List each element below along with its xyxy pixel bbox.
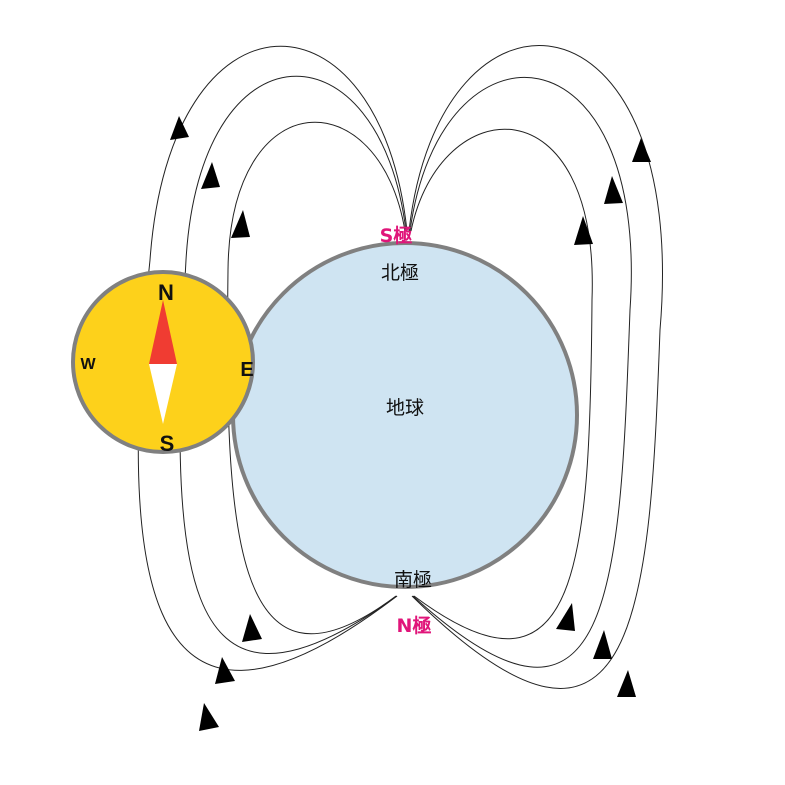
field-lines-right: [408, 45, 663, 689]
arrow-left-middle-top: [201, 162, 220, 189]
field-line-left-outer: [137, 45, 408, 671]
north-pole-label: 北極: [381, 262, 419, 284]
arrow-right-inner-bottom: [556, 603, 575, 631]
compass-west-label: W: [80, 356, 96, 373]
magnetic-pole-bottom-label: N極: [397, 614, 432, 637]
arrow-left-outer-top: [170, 116, 189, 140]
field-lines-left: [137, 45, 408, 671]
magnetic-pole-top-label: S極: [380, 224, 413, 247]
compass-needle-north: [149, 300, 177, 364]
earth: 地球 北極 南極: [231, 241, 579, 591]
compass-needle-south: [149, 364, 177, 424]
compass-north-label: N: [158, 280, 174, 305]
field-line-right-outer: [408, 45, 663, 689]
field-line-left-inner: [227, 121, 406, 635]
arrow-left-outer-bottom: [199, 703, 219, 731]
earth-label: 地球: [386, 397, 424, 419]
arrow-left-inner-bottom: [242, 614, 262, 642]
field-arrows: [170, 116, 651, 731]
arrow-right-outer-top: [632, 138, 651, 162]
arrow-left-inner-top: [231, 210, 250, 238]
field-line-right-middle: [409, 77, 632, 668]
arrow-right-inner-top: [574, 216, 593, 245]
compass-south-label: S: [160, 431, 175, 456]
arrow-right-middle-top: [604, 176, 623, 204]
field-line-left-middle: [179, 75, 407, 654]
arrow-right-middle-bottom: [593, 630, 612, 659]
arrow-left-middle-bottom: [215, 657, 235, 684]
compass: N S E W: [71, 270, 255, 456]
field-line-right-inner: [410, 128, 593, 640]
arrow-right-outer-bottom: [617, 670, 636, 697]
compass-east-label: E: [240, 359, 253, 381]
south-pole-label: 南極: [394, 569, 432, 591]
